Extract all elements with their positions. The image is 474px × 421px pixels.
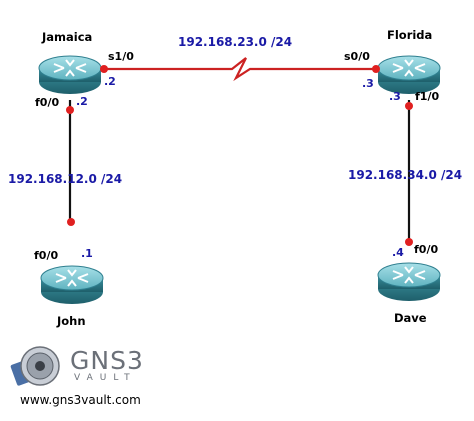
network-label-34: 192.168.34.0 /24 [348,168,463,182]
gns3-logo-subtitle: VAULT [74,373,137,383]
interface-label-florida-s0-0: s0/0 [344,50,370,63]
network-label-12: 192.168.12.0 /24 [8,172,123,186]
interface-label-jamaica-f0-0: f0/0 [35,96,60,109]
router-name-dave: Dave [394,311,427,325]
gns3-logo-wordmark: GNS3 [70,346,144,375]
interface-label-dave-f0-0: f0/0 [414,243,439,256]
interface-dot-florida-f1-0 [405,102,413,110]
interface-label-jamaica-s1-0: s1/0 [108,50,134,63]
interface-dot-john-f0-0 [67,218,75,226]
interface-label-john-f0-0: f0/0 [34,249,59,262]
website-url[interactable]: www.gns3vault.com [20,393,141,407]
gns3-logo-icon [10,346,60,386]
ip-label-dave-f0-0: .4 [392,246,404,259]
router-name-jamaica: Jamaica [42,30,93,44]
interface-label-florida-f1-0: f1/0 [415,90,440,103]
serial-link-line [104,57,376,82]
ip-label-john-f0-0: .1 [81,247,93,260]
router-name-john: John [57,314,86,328]
router-name-florida: Florida [387,28,433,42]
router-jamaica-icon[interactable] [38,55,102,94]
ip-label-jamaica-f0-0: .2 [76,95,88,108]
interface-dot-dave-f0-0 [405,238,413,246]
router-dave-icon[interactable] [377,262,441,301]
ip-label-florida-s0-0: .3 [362,77,374,90]
ip-label-florida-f1-0: .3 [389,90,401,103]
interface-dot-florida-s0-0 [372,65,380,73]
router-florida-icon[interactable] [377,55,441,94]
interface-dot-jamaica-f0-0 [66,106,74,114]
ip-label-jamaica-s1-0: .2 [104,75,116,88]
link-jamaica-florida [104,57,376,82]
network-label-23: 192.168.23.0 /24 [178,35,293,49]
router-john-icon[interactable] [40,265,104,304]
interface-dot-jamaica-s1-0 [100,65,108,73]
